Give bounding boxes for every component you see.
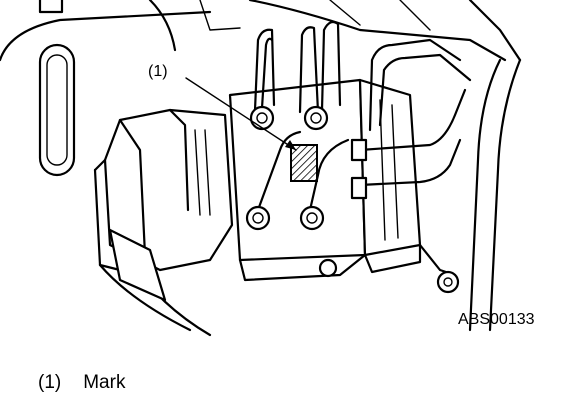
mounting-bolt bbox=[318, 258, 460, 294]
harness-connector bbox=[93, 108, 234, 337]
figure-code: ABS00133 bbox=[458, 311, 535, 328]
legend-number: (1) bbox=[38, 372, 62, 393]
callout-arrowhead bbox=[285, 140, 296, 150]
brake-pipes bbox=[253, 20, 472, 212]
body-oval-slot bbox=[38, 43, 76, 177]
body-panel-outline bbox=[0, 0, 522, 332]
hatched-mark bbox=[290, 144, 318, 182]
abs-unit-diagram: (1) ABS00133 bbox=[0, 0, 535, 337]
callout-leader bbox=[185, 77, 297, 151]
legend: (1) Mark bbox=[38, 372, 125, 394]
flare-nuts bbox=[245, 105, 368, 231]
legend-label: Mark bbox=[83, 372, 126, 393]
callout-number: (1) bbox=[148, 63, 168, 80]
